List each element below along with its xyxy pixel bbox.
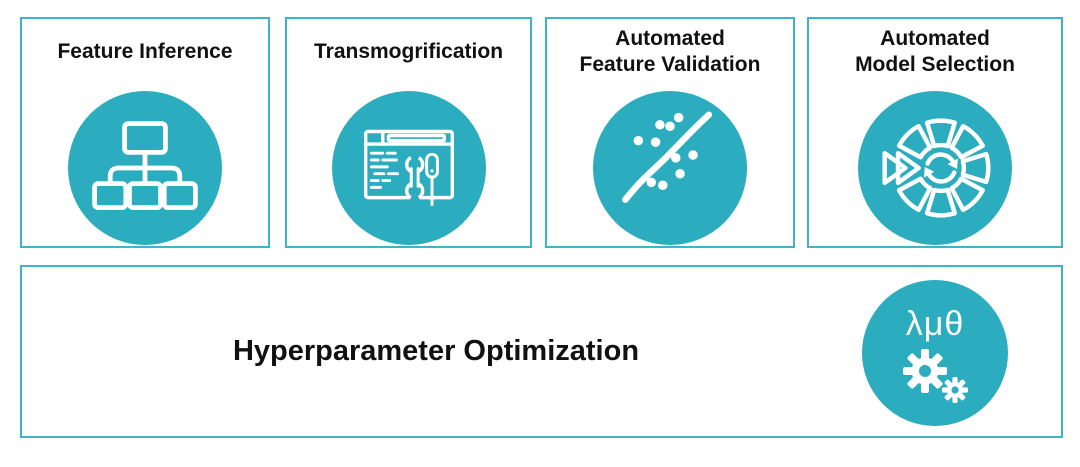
panel-title-line: Feature Validation [579, 53, 761, 76]
model-cycle-wheel-icon [882, 118, 991, 218]
scatter-trend-icon [622, 111, 713, 203]
panel-title-line: Automated [880, 27, 990, 51]
panel-title-line: Model Selection [855, 53, 1015, 76]
hyperparameter-panel: Hyperparameter Optimization λμθ [20, 265, 1063, 438]
panel-title: Feature Inference [22, 19, 268, 85]
icon-circle [68, 91, 222, 245]
panel-automated-feature-validation: Automated Feature Validation [545, 17, 795, 248]
panel-title-line: Feature Inference [57, 40, 233, 64]
hyperparameter-icon-circle: λμθ [862, 280, 1008, 426]
panel-feature-inference: Feature Inference [20, 17, 270, 248]
hierarchy-icon [92, 121, 198, 210]
lambda-mu-theta-label: λμθ [905, 304, 965, 343]
icon-circle [593, 91, 747, 245]
icon-circle [858, 91, 1012, 245]
gears-icon [903, 348, 968, 403]
panel-title: Automated Model Selection [809, 19, 1061, 85]
panel-transmogrification: Transmogrification [285, 17, 532, 248]
panel-title-line: Transmogrification [313, 40, 504, 64]
hyperparameter-title: Hyperparameter Optimization [232, 335, 640, 367]
panel-title: Automated Feature Validation [547, 19, 793, 85]
panel-title-line: Automated [615, 27, 725, 51]
icon-circle [331, 91, 486, 245]
panel-title: Transmogrification [287, 19, 530, 85]
panel-automated-model-selection: Automated Model Selection [807, 17, 1063, 248]
code-window-tools-icon [363, 129, 454, 206]
